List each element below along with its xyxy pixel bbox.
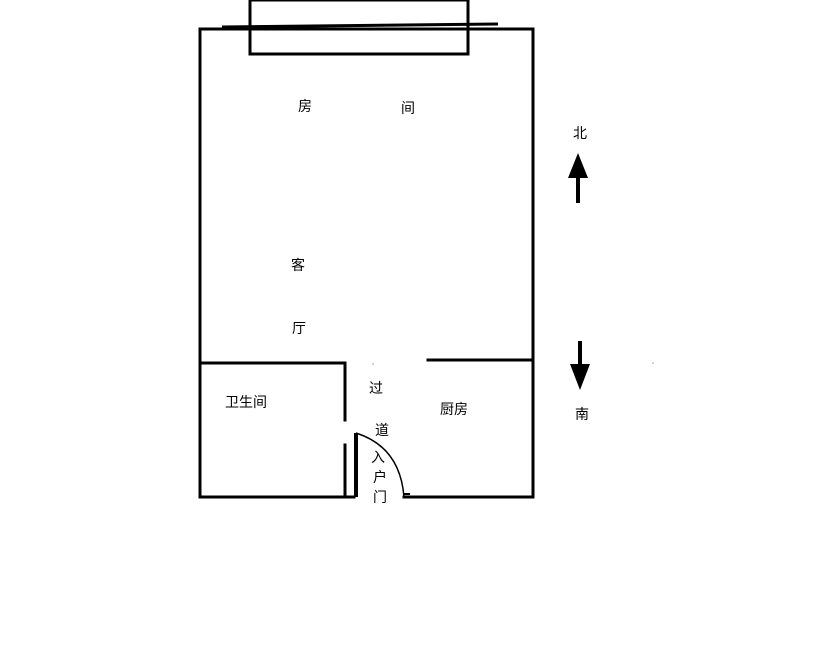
north-label: 北 — [573, 126, 587, 142]
compass-labels: 北 南 — [573, 126, 589, 423]
entry-label-2: 户 — [373, 469, 387, 486]
room-labels: 房 间 客 厅 卫生间 厨房 过 道 入 户 门 — [225, 99, 468, 506]
bathroom-label: 卫生间 — [225, 395, 267, 411]
balcony-rail — [221, 22, 499, 29]
hallway-label-1: 过 — [369, 381, 383, 397]
kitchen-label: 厨房 — [440, 402, 468, 418]
entry-door — [354, 432, 410, 498]
door-swing-arc — [355, 432, 405, 498]
speck-mark — [652, 362, 654, 364]
walls — [198, 27, 535, 499]
living-room-label-2: 厅 — [292, 321, 306, 337]
balcony — [221, 0, 499, 56]
south-label: 南 — [575, 407, 589, 423]
compass — [568, 153, 590, 390]
hallway-label-2: 道 — [375, 423, 389, 439]
bedroom-label-2: 间 — [401, 101, 415, 117]
living-room-label-1: 客 — [291, 257, 305, 274]
arrow-down-icon — [570, 341, 590, 390]
entry-label-1: 入 — [371, 450, 385, 466]
entry-label-3: 门 — [373, 490, 387, 506]
speck-mark — [372, 363, 374, 365]
bedroom-label-1: 房 — [298, 99, 312, 115]
arrow-up-icon — [568, 153, 588, 203]
